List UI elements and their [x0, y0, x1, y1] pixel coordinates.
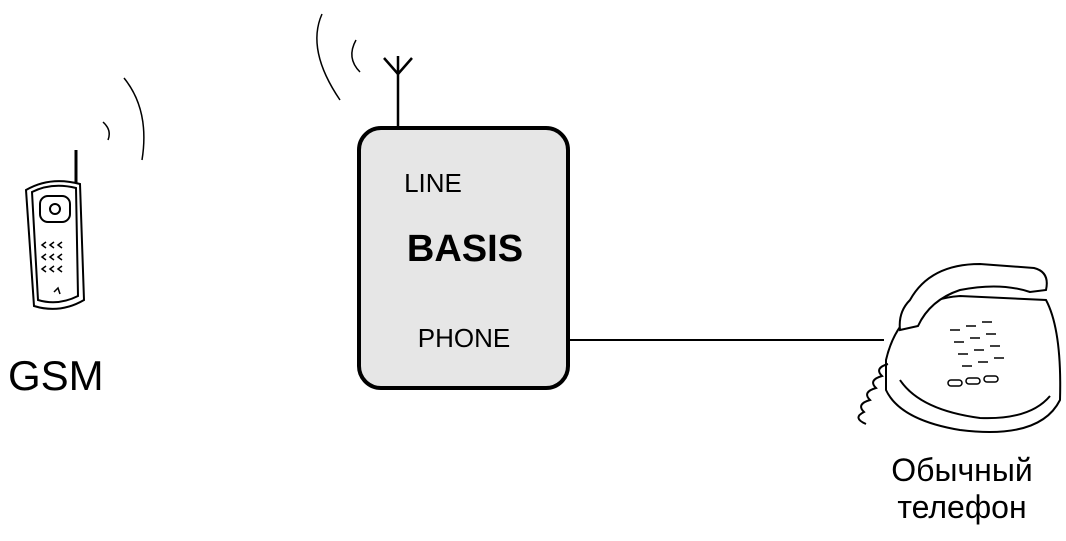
antenna-icon: [316, 13, 413, 128]
keypad: [40, 241, 63, 273]
gsm-label: GSM: [8, 352, 104, 399]
gsm-phone-icon: [24, 77, 145, 310]
landline-label: Обычный телефон: [862, 452, 1062, 526]
basis-label: BASIS: [406, 228, 524, 270]
landline-label-line2: телефон: [897, 488, 1027, 525]
phone-label: PHONE: [417, 323, 511, 353]
landline-label-line1: Обычный: [891, 452, 1033, 488]
line-label: LINE: [404, 168, 462, 198]
desk-telephone-icon: [857, 262, 1062, 433]
basis-box: [357, 126, 570, 390]
